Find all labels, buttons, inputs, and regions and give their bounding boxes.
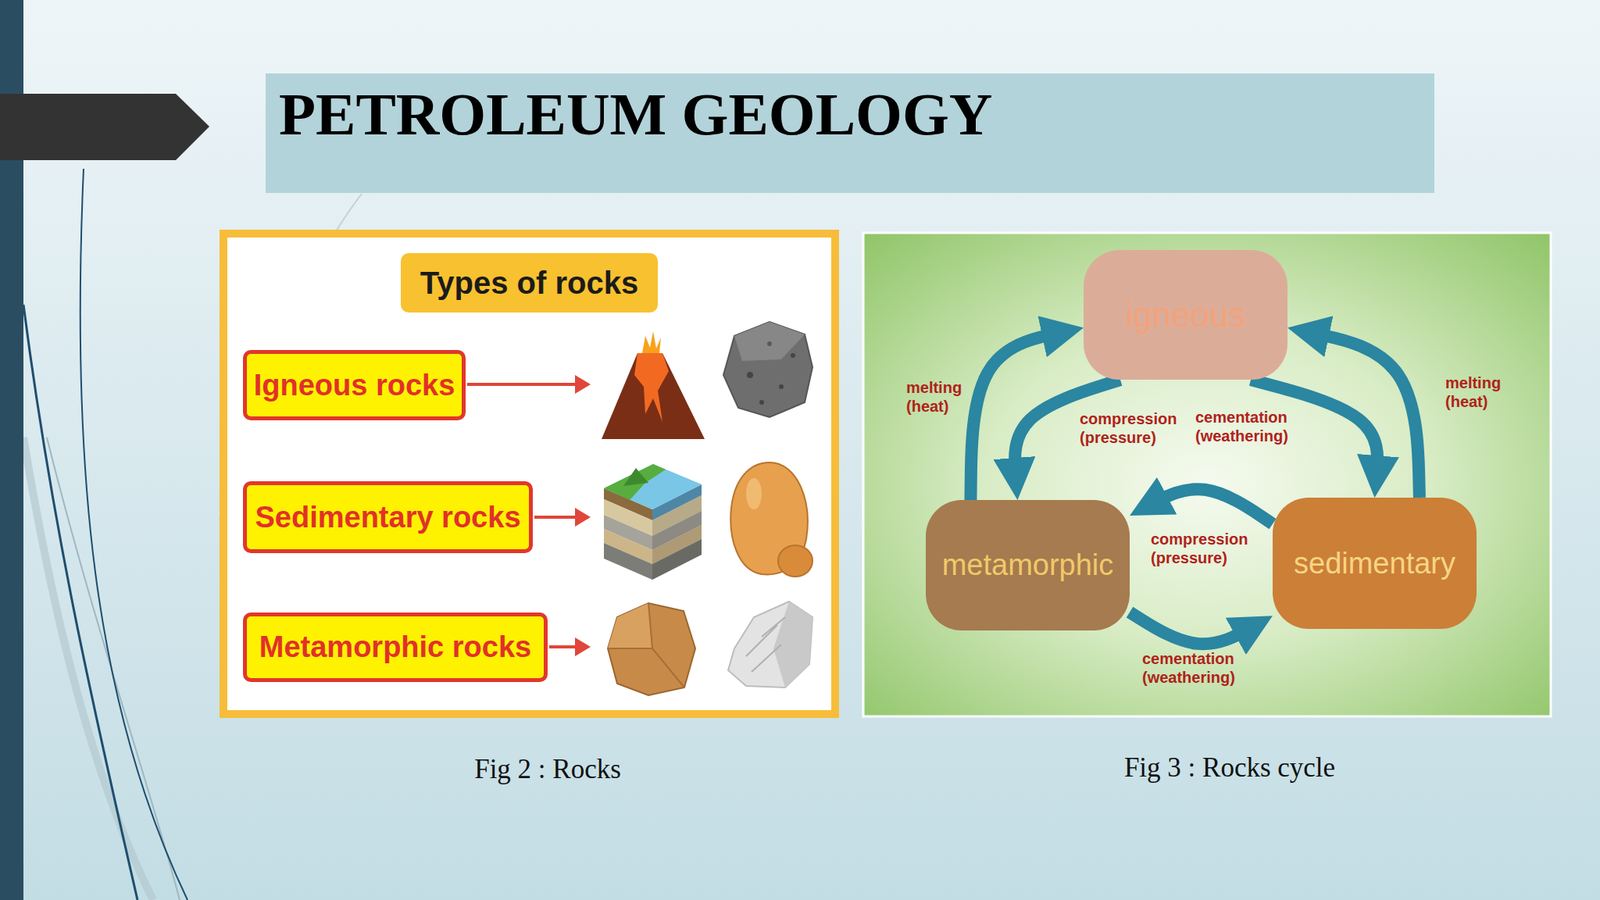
rock-stage-box: igneous: [1083, 250, 1288, 380]
rock-facet-line: [607, 603, 685, 688]
rock-speck: [746, 371, 754, 379]
node-label: Types of rocks: [420, 265, 639, 301]
node-label: igneous: [1125, 295, 1246, 335]
volcano-lava: [634, 353, 669, 422]
rock-facet: [773, 601, 813, 688]
metamorphic-rock: [728, 601, 813, 688]
leader-arrowhead: [575, 507, 591, 527]
rock-facet: [607, 603, 653, 649]
cycle-arrow: [1146, 489, 1273, 524]
process-label: compression (pressure): [1079, 409, 1177, 447]
metamorphic-rock: [607, 603, 696, 696]
decor-line: [23, 304, 138, 900]
node-label: Sedimentary rocks: [254, 500, 521, 535]
slide-title: PETROLEUM GEOLOGY: [278, 84, 993, 145]
volcano-body: [601, 353, 705, 440]
decor-line: [46, 437, 180, 900]
node-label: sedimentary: [1293, 546, 1456, 581]
leader-arrow: [549, 645, 579, 649]
rock-stage-box: metamorphic: [925, 500, 1130, 631]
strata-top-water: [603, 464, 702, 510]
rock-speck: [759, 400, 765, 405]
rock-speck: [767, 341, 772, 347]
heading-tag: Types of rocks: [400, 253, 658, 313]
rock-highlight: [734, 321, 805, 361]
pebble-highlight: [746, 478, 762, 510]
figure-caption: Fig 2 : Rocks: [474, 753, 622, 786]
volcano-eruption: [642, 331, 661, 354]
decor-line: [80, 168, 188, 900]
strata-hill: [623, 467, 649, 486]
process-label: melting (heat): [906, 378, 962, 416]
title-band: [265, 73, 1435, 193]
node-label: metamorphic: [942, 548, 1115, 583]
cycle-arrow: [1129, 612, 1257, 645]
leader-arrow: [467, 382, 579, 386]
process-label: cementation (weathering): [1142, 649, 1236, 687]
leader-arrowhead: [575, 375, 591, 394]
figure-panel: [863, 232, 1551, 717]
leader-arrowhead: [575, 637, 591, 657]
cycle-arrow: [1305, 332, 1419, 498]
strata-layer: [603, 542, 653, 580]
cycle-arrow: [970, 332, 1065, 500]
process-label: compression (pressure): [1150, 529, 1248, 568]
igneous-rock: [723, 321, 813, 418]
rock-stage-box: sedimentary: [1272, 497, 1477, 629]
leader-arrow: [534, 515, 579, 519]
side-chevron: [0, 93, 210, 161]
rock-type-box: Metamorphic rocks: [242, 612, 548, 683]
figure-panel: [223, 233, 836, 715]
rock-speck: [778, 384, 784, 390]
process-label: cementation (weathering): [1195, 407, 1289, 446]
strata-top-land: [603, 464, 666, 500]
process-label: melting (heat): [1445, 373, 1501, 411]
node-label: Metamorphic rocks: [259, 630, 532, 665]
figure-caption: Fig 3 : Rocks cycle: [1124, 752, 1336, 784]
rock-type-box: Igneous rocks: [242, 350, 466, 421]
rock-speck: [790, 353, 796, 358]
rock-streak: [746, 617, 786, 672]
sedimentary-pebble: [778, 545, 813, 577]
node-label: Igneous rocks: [253, 368, 456, 403]
rock-type-box: Sedimentary rocks: [242, 481, 533, 554]
